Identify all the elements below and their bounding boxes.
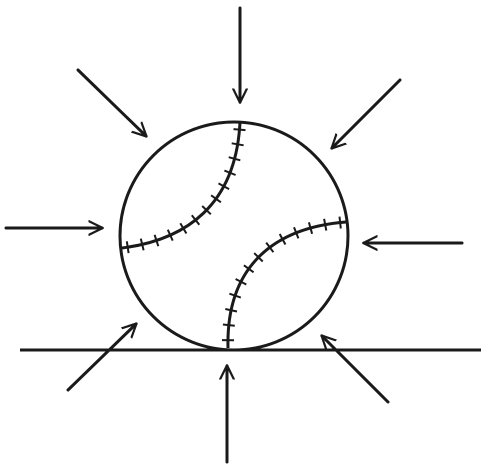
arrow-top-left	[78, 70, 146, 136]
arrow-bottom-left	[68, 324, 136, 390]
stitch-mark	[223, 325, 235, 326]
arrow-bottom-right	[322, 336, 388, 402]
arrow-top-right	[332, 80, 400, 148]
stitch-mark	[234, 129, 246, 130]
baseball-icon	[120, 122, 348, 350]
stitch-mark	[340, 217, 341, 229]
